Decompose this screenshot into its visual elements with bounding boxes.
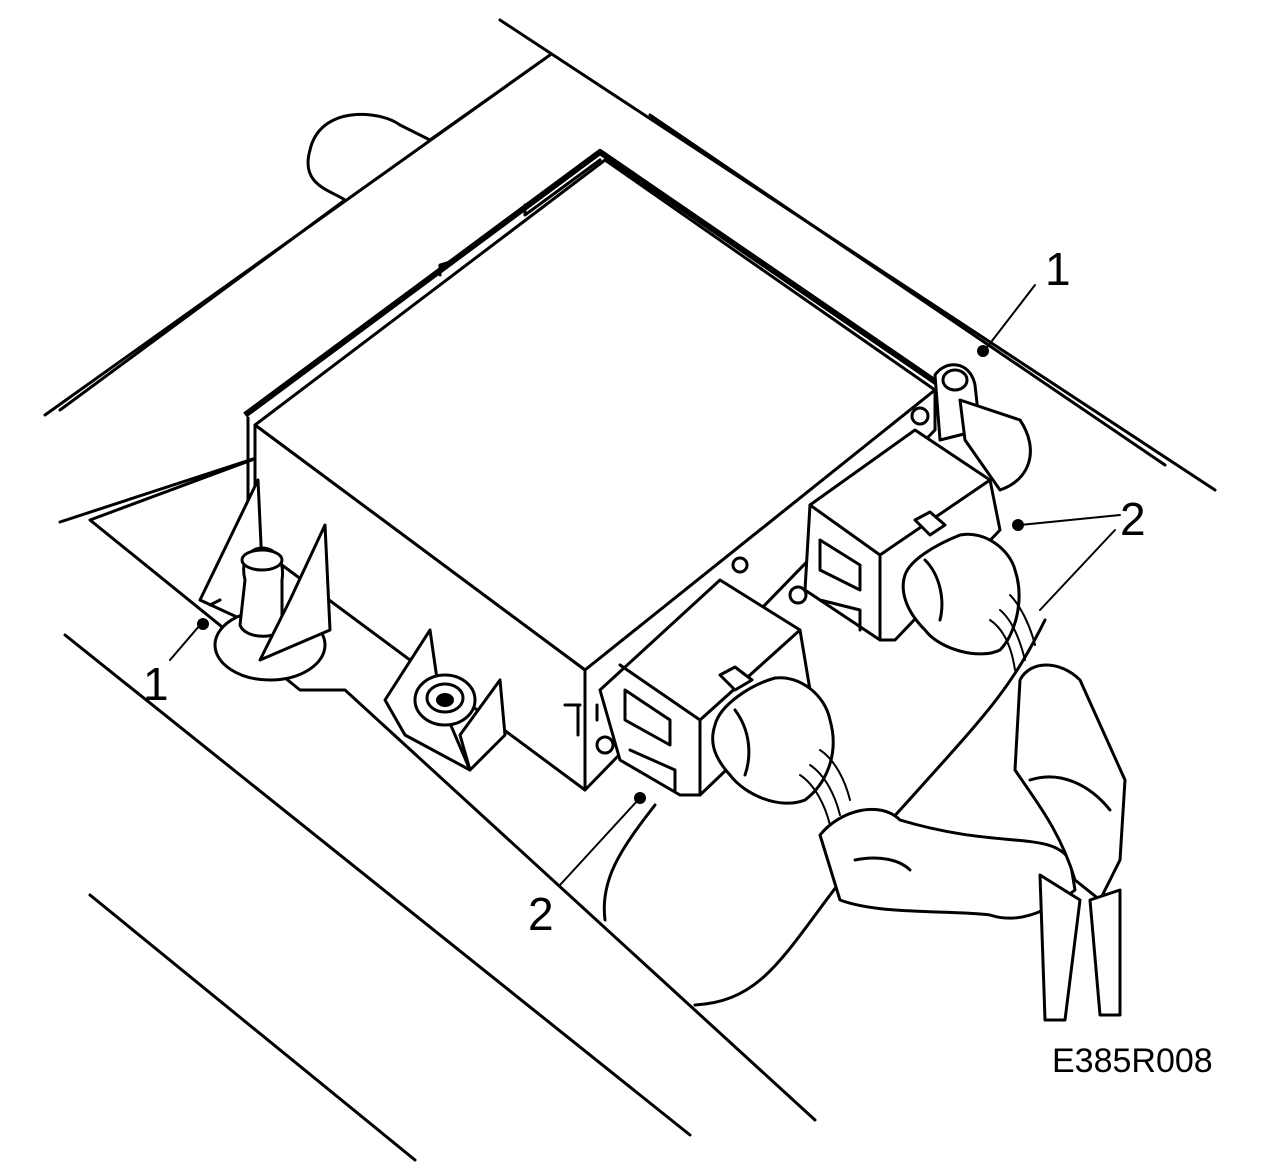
leader-1-left (169, 624, 201, 661)
right-mounting-bracket (910, 363, 1032, 492)
leader-dot-2-right (1012, 519, 1024, 531)
leader-2-bottom (559, 799, 639, 886)
leader-2-right (1019, 514, 1121, 526)
left-mounting-bracket (198, 478, 332, 682)
callout-2-bottom: 2 (528, 888, 554, 940)
leader-dot-2-bottom (634, 792, 646, 804)
callout-1-right: 1 (1045, 243, 1071, 295)
lower-connector (595, 556, 851, 826)
front-mounting-bracket (383, 628, 507, 772)
figure-reference: E385R008 (1052, 1042, 1213, 1080)
leader-dot-1-left (197, 618, 209, 630)
wiring-harness (818, 663, 1127, 1022)
callout-1-left: 1 (143, 658, 169, 710)
leader-2-right-second (1039, 529, 1116, 611)
callout-2-right: 2 (1120, 493, 1146, 545)
leader-dot-1-right (977, 345, 989, 357)
upper-connector (788, 428, 1036, 671)
callout-leaders (169, 284, 1121, 886)
leader-1-right (984, 284, 1036, 351)
mounting-surface (43, 18, 1217, 1162)
